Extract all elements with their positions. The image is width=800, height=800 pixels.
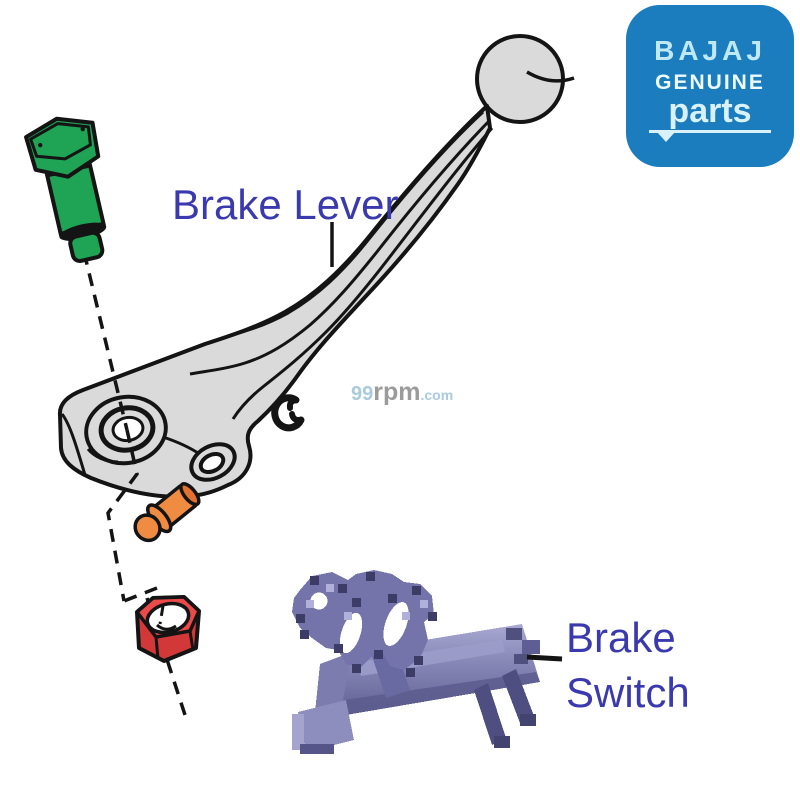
pivot-pin-part bbox=[133, 482, 201, 543]
watermark-suffix: .com bbox=[420, 387, 454, 403]
brake-switch-part bbox=[292, 570, 540, 754]
logo-parts-text: parts bbox=[668, 92, 752, 130]
watermark-brand: rpm bbox=[373, 378, 421, 406]
bajaj-genuine-parts-logo: BAJAJ GENUINE parts bbox=[626, 5, 794, 167]
brake-lever-part bbox=[57, 34, 575, 499]
circlip-part bbox=[271, 394, 305, 432]
watermark: 99rpm.com bbox=[351, 379, 453, 409]
assembly-axis-dashed-line bbox=[82, 251, 188, 719]
logo-chevron-icon bbox=[657, 132, 675, 142]
brake-switch-label-line2: Switch bbox=[566, 669, 690, 716]
brake-switch-leader-line bbox=[526, 654, 563, 662]
brake-switch-label: Brake Switch bbox=[566, 610, 690, 720]
brake-lever-label: Brake Lever bbox=[172, 181, 399, 228]
hex-nut-part bbox=[135, 595, 201, 663]
logo-brand-text: BAJAJ bbox=[654, 35, 766, 66]
mounting-bolt-part bbox=[24, 116, 107, 264]
logo-genuine-text: GENUINE bbox=[655, 71, 765, 94]
brake-switch-label-line1: Brake bbox=[566, 614, 676, 661]
logo-underline bbox=[649, 130, 771, 142]
watermark-prefix: 99 bbox=[351, 383, 374, 405]
